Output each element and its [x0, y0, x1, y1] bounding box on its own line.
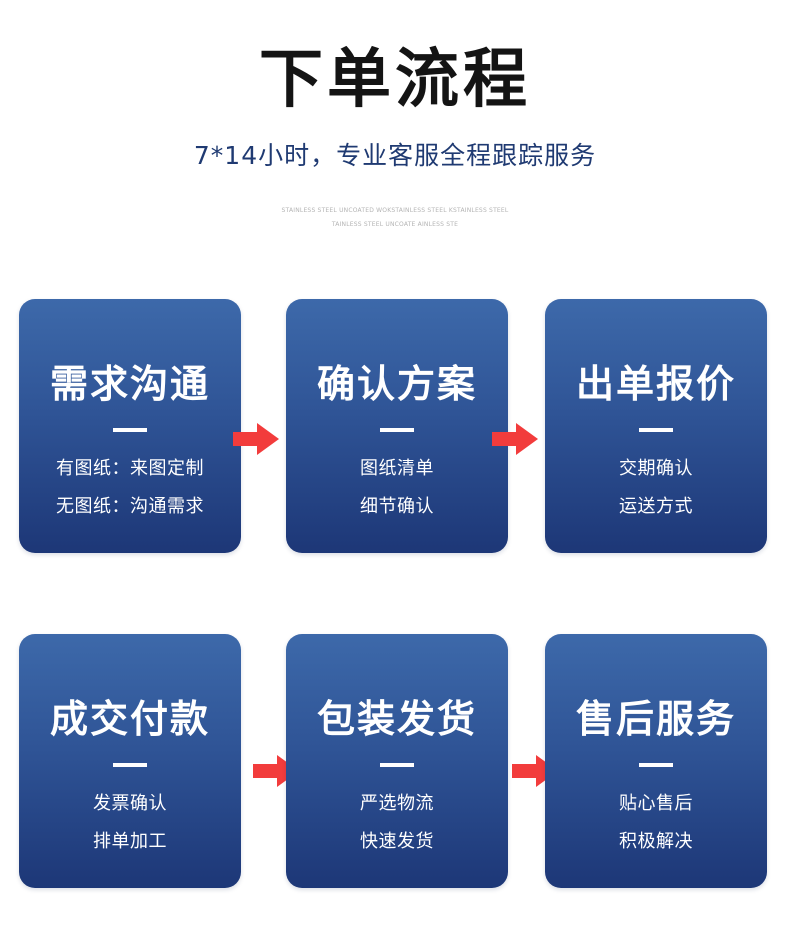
- step-divider: [380, 428, 414, 432]
- arrow-right-icon: [233, 423, 279, 455]
- tagline-line-1: STAINLESS STEEL UNCOATED WOKSTAINLESS ST…: [281, 207, 509, 214]
- step-title: 成交付款: [49, 697, 210, 741]
- step-divider: [380, 763, 414, 767]
- step-card-5: 包装发货 严选物流 快速发货: [286, 634, 508, 888]
- tagline-line-2: TAINLESS STEEL UNCOATE AINLESS STE: [331, 221, 459, 228]
- step-title: 确认方案: [316, 362, 477, 406]
- step-title: 需求沟通: [49, 362, 210, 406]
- step-detail-2: 运送方式: [619, 496, 693, 517]
- step-title: 包装发货: [316, 697, 477, 741]
- step-detail-2: 细节确认: [360, 496, 434, 517]
- step-detail-1: 交期确认: [619, 458, 693, 479]
- step-detail-2: 快速发货: [360, 831, 434, 852]
- step-detail-1: 有图纸：来图定制: [56, 458, 204, 479]
- page-subtitle: 7*14小时，专业客服全程跟踪服务: [193, 141, 597, 170]
- step-card-1: 需求沟通 有图纸：来图定制 无图纸：沟通需求: [19, 299, 241, 553]
- page-title: 下单流程: [259, 43, 531, 117]
- step-card-4: 成交付款 发票确认 排单加工: [19, 634, 241, 888]
- step-divider: [113, 428, 147, 432]
- step-detail-1: 严选物流: [360, 793, 434, 814]
- step-card-2: 确认方案 图纸清单 细节确认: [286, 299, 508, 553]
- step-detail-1: 贴心售后: [619, 793, 693, 814]
- step-divider: [639, 428, 673, 432]
- step-detail-2: 排单加工: [93, 831, 167, 852]
- step-detail-2: 无图纸：沟通需求: [56, 496, 204, 517]
- step-divider: [639, 763, 673, 767]
- step-card-3: 出单报价 交期确认 运送方式: [545, 299, 767, 553]
- step-card-6: 售后服务 贴心售后 积极解决: [545, 634, 767, 888]
- step-divider: [113, 763, 147, 767]
- step-detail-2: 积极解决: [619, 831, 693, 852]
- step-title: 售后服务: [575, 697, 736, 741]
- step-detail-1: 图纸清单: [360, 458, 434, 479]
- step-detail-1: 发票确认: [93, 793, 167, 814]
- step-title: 出单报价: [575, 362, 736, 406]
- arrow-right-icon: [492, 423, 538, 455]
